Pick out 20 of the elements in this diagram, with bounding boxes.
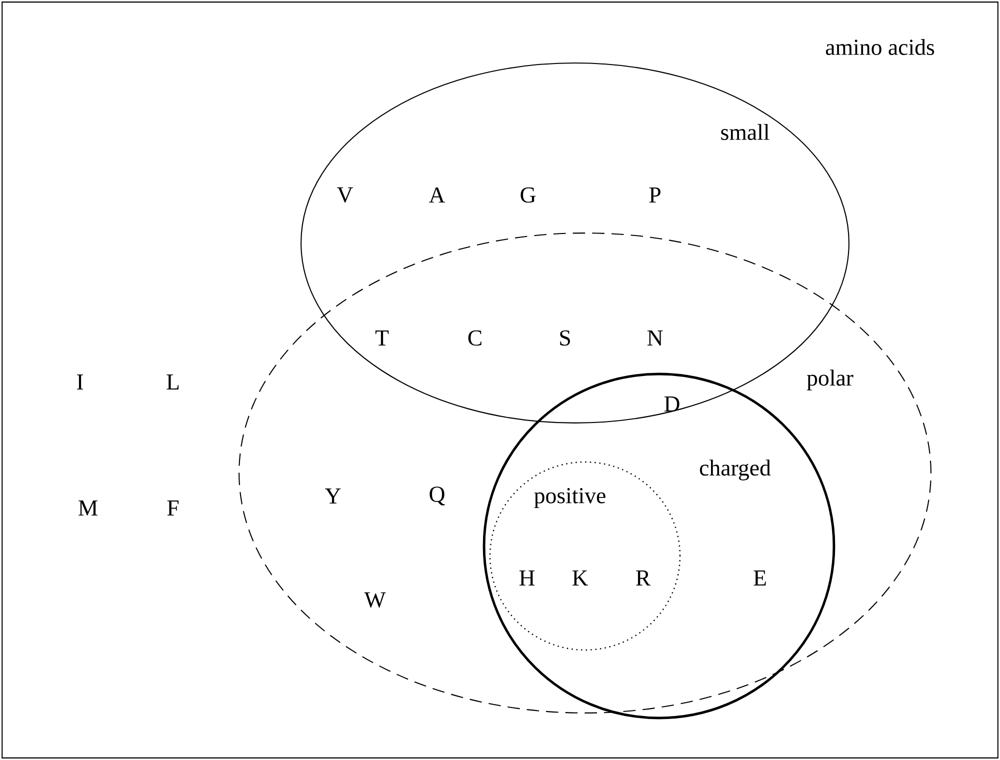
amino-acid-letter: K xyxy=(572,570,588,586)
amino-acid-letter: E xyxy=(754,570,766,586)
amino-acid-letter: P xyxy=(649,188,660,202)
amino-acid-letter: H xyxy=(519,570,535,586)
amino-acid-letter: S xyxy=(560,330,570,346)
amino-acid-letter: R xyxy=(636,570,651,586)
amino-acid-letter: Q xyxy=(430,486,445,506)
amino-acid-letter: Y xyxy=(325,488,341,504)
amino-acid-letter: F xyxy=(167,500,179,516)
amino-acid-letter: C xyxy=(468,330,482,346)
amino-acid-letter: V xyxy=(337,187,353,203)
amino-acid-letter: D xyxy=(664,396,680,412)
amino-acid-letter: W xyxy=(364,592,386,608)
amino-acid-letter: M xyxy=(78,500,98,516)
amino-acid-letter: G xyxy=(520,187,536,203)
amino-acid-letter: I xyxy=(77,374,83,390)
amino-acid-letter: L xyxy=(166,374,179,390)
amino-acid-letter: T xyxy=(375,330,389,346)
amino-acid-letter: A xyxy=(428,187,446,203)
amino-acid-letter: N xyxy=(647,330,663,346)
